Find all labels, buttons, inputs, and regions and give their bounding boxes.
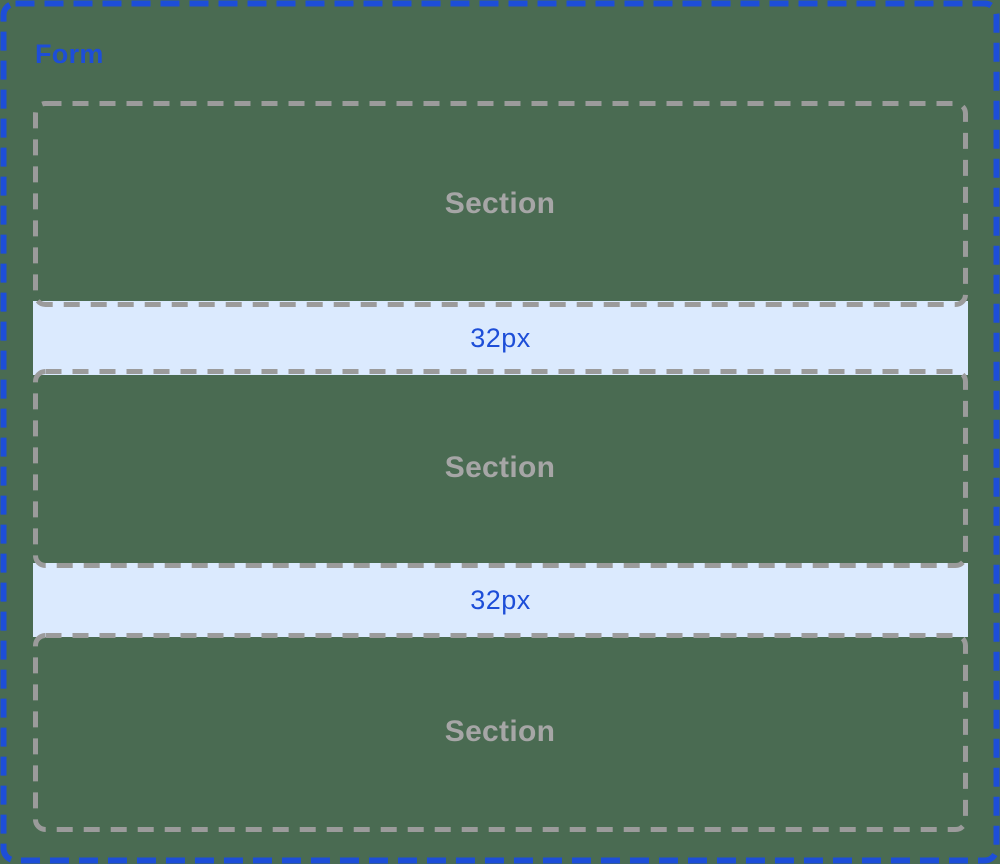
spacer-band-1: 32px — [33, 301, 968, 375]
section-title-2: Section — [444, 451, 556, 484]
section-title-1: Section — [444, 187, 556, 220]
form-title: Form — [35, 39, 104, 69]
spacer-size-label: 32px — [470, 584, 531, 615]
spacer-band-2: 32px — [33, 563, 968, 637]
spacer-size-label: 32px — [470, 322, 531, 353]
section-title-3: Section — [444, 715, 556, 748]
